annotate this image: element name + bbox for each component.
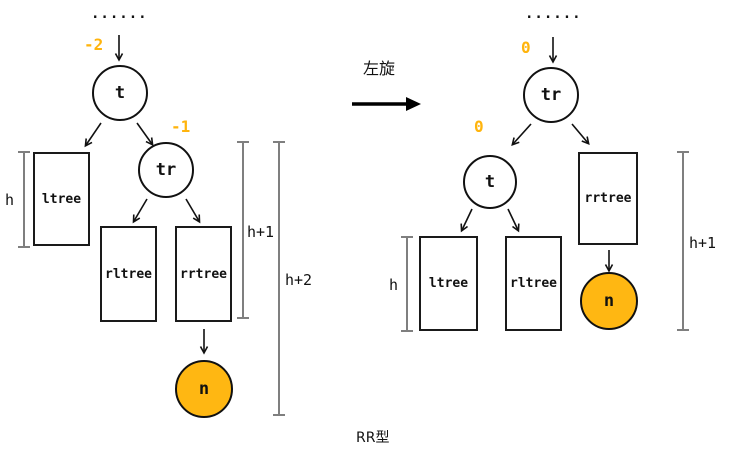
right-parent-ellipsis: ...... bbox=[525, 6, 582, 22]
right-node-tr-label: tr bbox=[540, 85, 562, 105]
left-node-tr: tr bbox=[138, 142, 194, 198]
left-tr-balance-label: -1 bbox=[171, 117, 191, 136]
left-height-h-label: h bbox=[5, 191, 15, 209]
right-subtree-rltree-label: rltree bbox=[510, 276, 557, 291]
right-subtree-rltree: rltree bbox=[505, 236, 562, 331]
left-node-t-label: t bbox=[114, 83, 126, 103]
left-subtree-rltree: rltree bbox=[100, 226, 157, 322]
right-node-t-label: t bbox=[484, 172, 496, 192]
left-subtree-ltree: ltree bbox=[33, 152, 90, 246]
rotation-label: 左旋 bbox=[363, 59, 396, 78]
right-t-balance-label: 0 bbox=[474, 117, 484, 136]
right-height-lines bbox=[401, 151, 689, 332]
left-subtree-rrtree: rrtree bbox=[175, 226, 232, 322]
right-tree-arrows bbox=[460, 37, 614, 273]
left-new-node-n-label: n bbox=[198, 379, 210, 399]
rotation-arrow bbox=[352, 97, 421, 111]
right-subtree-ltree-label: ltree bbox=[428, 276, 469, 291]
right-subtree-rrtree: rrtree bbox=[578, 152, 638, 245]
left-height-lines bbox=[18, 141, 285, 416]
right-subtree-rrtree-label: rrtree bbox=[584, 191, 632, 206]
right-node-tr: tr bbox=[523, 67, 579, 123]
left-subtree-rrtree-label: rrtree bbox=[180, 266, 227, 282]
left-tree-arrows bbox=[84, 35, 209, 355]
left-height-h1-label: h+1 bbox=[247, 223, 275, 241]
right-height-h-label: h bbox=[389, 276, 399, 294]
right-subtree-ltree: ltree bbox=[419, 236, 478, 331]
left-root-balance-label: -2 bbox=[84, 35, 104, 54]
left-height-h2-label: h+2 bbox=[285, 271, 313, 289]
right-new-node-n-label: n bbox=[603, 291, 615, 311]
left-subtree-ltree-label: ltree bbox=[41, 191, 82, 207]
right-node-t: t bbox=[463, 155, 517, 209]
left-parent-ellipsis: ...... bbox=[91, 6, 148, 22]
right-new-node-n: n bbox=[580, 272, 638, 330]
right-height-h1-label: h+1 bbox=[689, 234, 717, 252]
left-node-tr-label: tr bbox=[155, 160, 177, 180]
right-root-balance-label: 0 bbox=[521, 38, 531, 57]
left-subtree-rltree-label: rltree bbox=[105, 266, 152, 282]
left-new-node-n: n bbox=[175, 360, 233, 418]
diagram-caption: RR型 bbox=[356, 430, 390, 446]
left-node-t: t bbox=[92, 65, 148, 121]
